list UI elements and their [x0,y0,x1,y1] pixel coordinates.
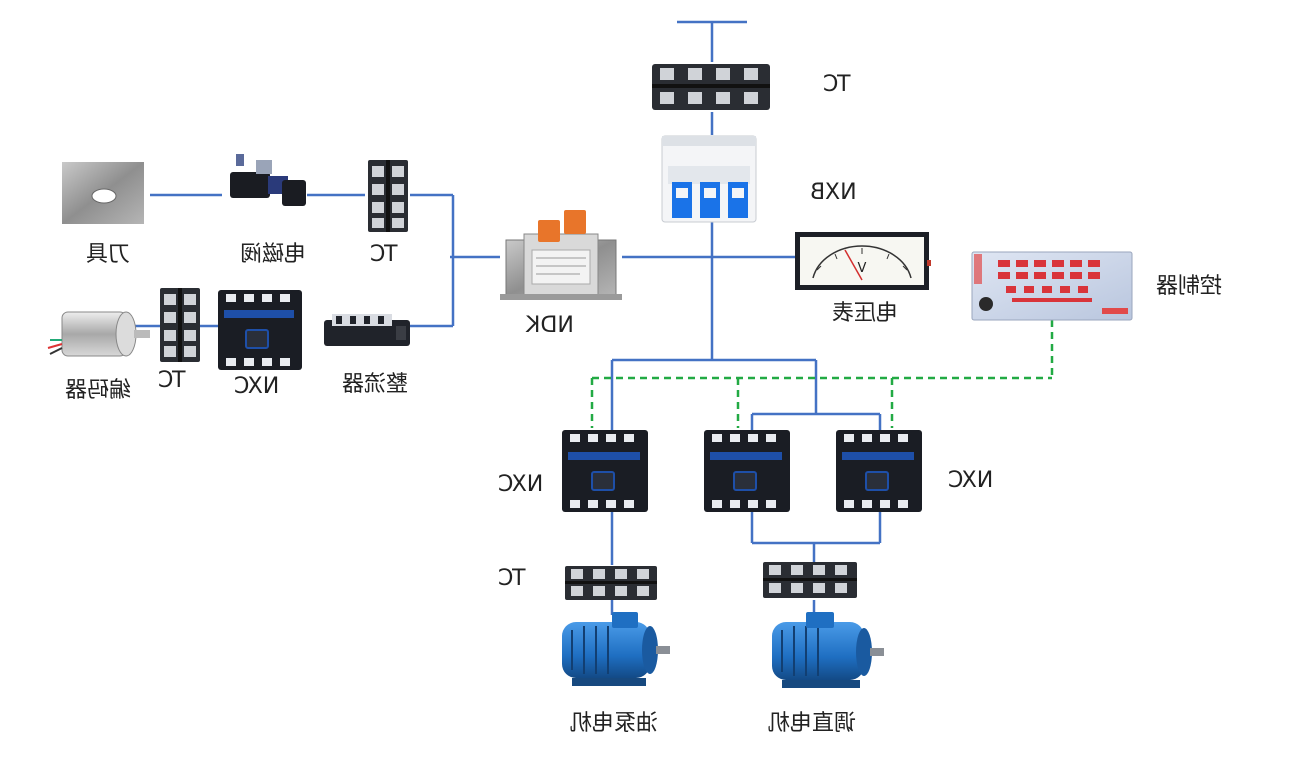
contactor-bottom-1 [562,430,648,512]
label-controller: 控制器 [1156,274,1223,299]
terminal-block-left-bottom [160,288,200,362]
contactor-bottom-3 [836,430,922,512]
terminal-block-top [652,64,770,110]
pump-motor [562,612,670,686]
solenoid-valve [230,154,306,206]
straightening-motor [772,612,884,688]
controller [971,251,1133,321]
label-nxc-bottom-left: NXC [498,472,544,497]
circuit-breaker [661,135,757,223]
encoder [47,311,150,357]
meter-letter: V [858,261,867,276]
label-voltmeter: 电压表 [832,301,899,326]
label-pump-motor: 油泵电机 [570,711,659,736]
control-wires [590,320,1054,428]
label-tool: 刀具 [86,242,131,267]
voltmeter: V [795,232,931,290]
power-wires [134,20,882,618]
terminal-block-bottom-right [763,562,857,598]
tool-plate [62,162,144,224]
label-straightening-motor: 调直电机 [768,711,857,736]
label-encoder: 编码器 [65,378,132,403]
contactor-bottom-2 [704,430,790,512]
transformer [500,210,622,300]
label-rectifier: 整流器 [342,372,409,397]
label-nxc-bottom-right: NXC [948,468,994,493]
label-nxc-left: NXC [234,374,280,399]
terminal-block-bottom-left [565,566,657,600]
contactor-left [218,290,302,370]
label-tc-bottom: TC [498,566,526,591]
rectifier [324,314,410,346]
terminal-block-left-top [368,160,408,232]
label-tc-top: TC [823,72,851,97]
label-tc-left-top: TC [370,242,398,267]
label-tc-left-bottom: TC [158,368,186,393]
label-ndk: NDK [526,313,574,338]
label-nxb: NXB [810,180,857,205]
label-solenoid-valve: 电磁阀 [240,242,307,267]
